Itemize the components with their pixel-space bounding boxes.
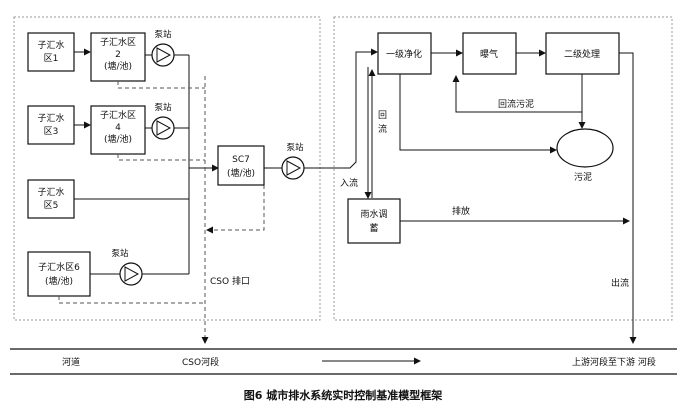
pump-sc7-icon (281, 156, 305, 180)
subcatchment-2-label: 子汇水区 (100, 36, 136, 48)
subcatchment-5-label-2: 区5 (44, 200, 59, 211)
storage-box (347, 198, 401, 244)
subcatchment-4-box (90, 105, 146, 155)
storage-label: 雨水调 (360, 208, 387, 220)
subcatchment-5-box (27, 179, 75, 219)
figure-caption: 图6 城市排水系统实时控制基准模型框架 (244, 388, 442, 402)
pump-6-label: 泵站 (111, 248, 129, 259)
reflux-label-2: 流 (378, 123, 387, 135)
subcatchment-5-label: 子汇水 (37, 186, 64, 198)
overflow-from-sub2 (117, 81, 205, 89)
aeration-box (462, 32, 517, 75)
right-system-frame (333, 16, 673, 321)
discharge-label: 排放 (452, 205, 470, 217)
river-label: 河道 (62, 356, 80, 368)
primary-box (377, 32, 432, 75)
subcatchment-4-label-3: (塘/池) (104, 133, 132, 145)
subcatchment-6-box (27, 251, 91, 297)
storage-label-2: 蓄 (369, 222, 378, 234)
aeration-label: 曝气 (480, 48, 498, 60)
cso-outfall-label: CSO 排口 (210, 275, 250, 287)
subcatchment-2-box (90, 32, 146, 82)
sc7-label-2: (塘/池) (227, 167, 255, 179)
subcatchment-3-label-2: 区3 (44, 126, 59, 137)
subcatchment-1-label-2: 区1 (44, 53, 59, 64)
pump-2-icon (151, 43, 175, 67)
overflow-from-sub4 (117, 154, 205, 161)
pump-4-icon (151, 116, 175, 140)
subcatchment-1-label: 子汇水 (37, 39, 64, 51)
subcatchment-6-label-2: (塘/池) (45, 275, 73, 287)
sc7-box (217, 145, 265, 186)
cso-reach-label: CSO河段 (182, 356, 219, 368)
reflux-label: 回 (378, 110, 387, 121)
sludge-ellipse (556, 128, 614, 168)
sc7-label: SC7 (232, 155, 250, 165)
inflow-label: 入流 (340, 177, 358, 189)
sludge-label: 污泥 (574, 171, 592, 183)
subcatchment-4-label-2: 4 (115, 123, 121, 133)
primary-label: 一级净化 (386, 48, 422, 60)
secondary-label: 二级处理 (564, 48, 600, 60)
pump-4-label: 泵站 (154, 102, 172, 113)
overflow-from-sc7 (206, 185, 265, 234)
return-sludge-line (452, 74, 583, 113)
primary-sludge-line (399, 74, 557, 154)
subcatchment-2-label-3: (塘/池) (104, 60, 132, 72)
flow-sc7-to-wwtp (304, 48, 378, 169)
subcatchment-6-label: 子汇水区6 (38, 261, 80, 273)
outflow-line (619, 52, 637, 344)
downstream-label: 上游河段至下游 河段 (572, 356, 656, 368)
pump-6-icon (119, 262, 143, 286)
subcatchment-3-label: 子汇水 (37, 112, 64, 124)
outflow-label: 出流 (611, 277, 629, 289)
subcatchment-2-label-2: 2 (115, 50, 121, 60)
return-sludge-label: 回流污泥 (498, 98, 534, 110)
pump-2-label: 泵站 (154, 29, 172, 40)
subcatchment-1-box (27, 32, 75, 72)
subcatchment-4-label: 子汇水区 (100, 109, 136, 121)
subcatchment-3-box (27, 105, 75, 145)
pump-sc7-label: 泵站 (286, 142, 304, 153)
overflow-from-sub6 (58, 296, 205, 304)
